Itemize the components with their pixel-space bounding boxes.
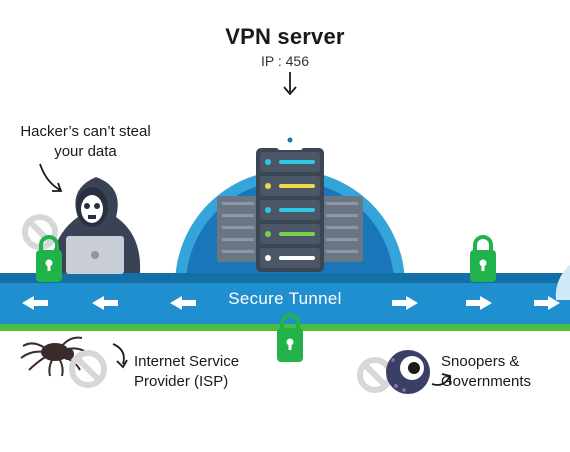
server-rack-icon bbox=[217, 148, 363, 272]
right-dome-edge bbox=[555, 265, 570, 300]
curved-arrow-icon bbox=[283, 72, 297, 96]
snoopers-note: Snoopers & Governments bbox=[441, 353, 532, 390]
curved-arrow-icon bbox=[431, 373, 451, 386]
padlock-icon bbox=[277, 115, 303, 150]
curved-arrow-icon bbox=[112, 343, 128, 369]
padlock-icon bbox=[470, 235, 496, 282]
hacker-note: Hacker’s can’t steal your data bbox=[20, 123, 151, 160]
no-entry-icon bbox=[69, 350, 107, 388]
isp-note: Internet Service Provider (ISP) bbox=[134, 353, 240, 390]
no-entry-icon bbox=[357, 357, 393, 393]
server-ip: IP : 456 bbox=[260, 53, 309, 69]
hacker-icon bbox=[50, 177, 141, 274]
tunnel-arrows-right bbox=[392, 296, 560, 310]
padlock-icon bbox=[277, 313, 303, 362]
eye-monster-icon bbox=[386, 350, 430, 394]
server-title: VPN server bbox=[225, 24, 345, 49]
tunnel-label: Secure Tunnel bbox=[228, 289, 342, 308]
tunnel-arrows-left bbox=[22, 296, 196, 310]
curved-arrow-icon bbox=[39, 163, 63, 192]
padlock-icon bbox=[36, 235, 62, 282]
